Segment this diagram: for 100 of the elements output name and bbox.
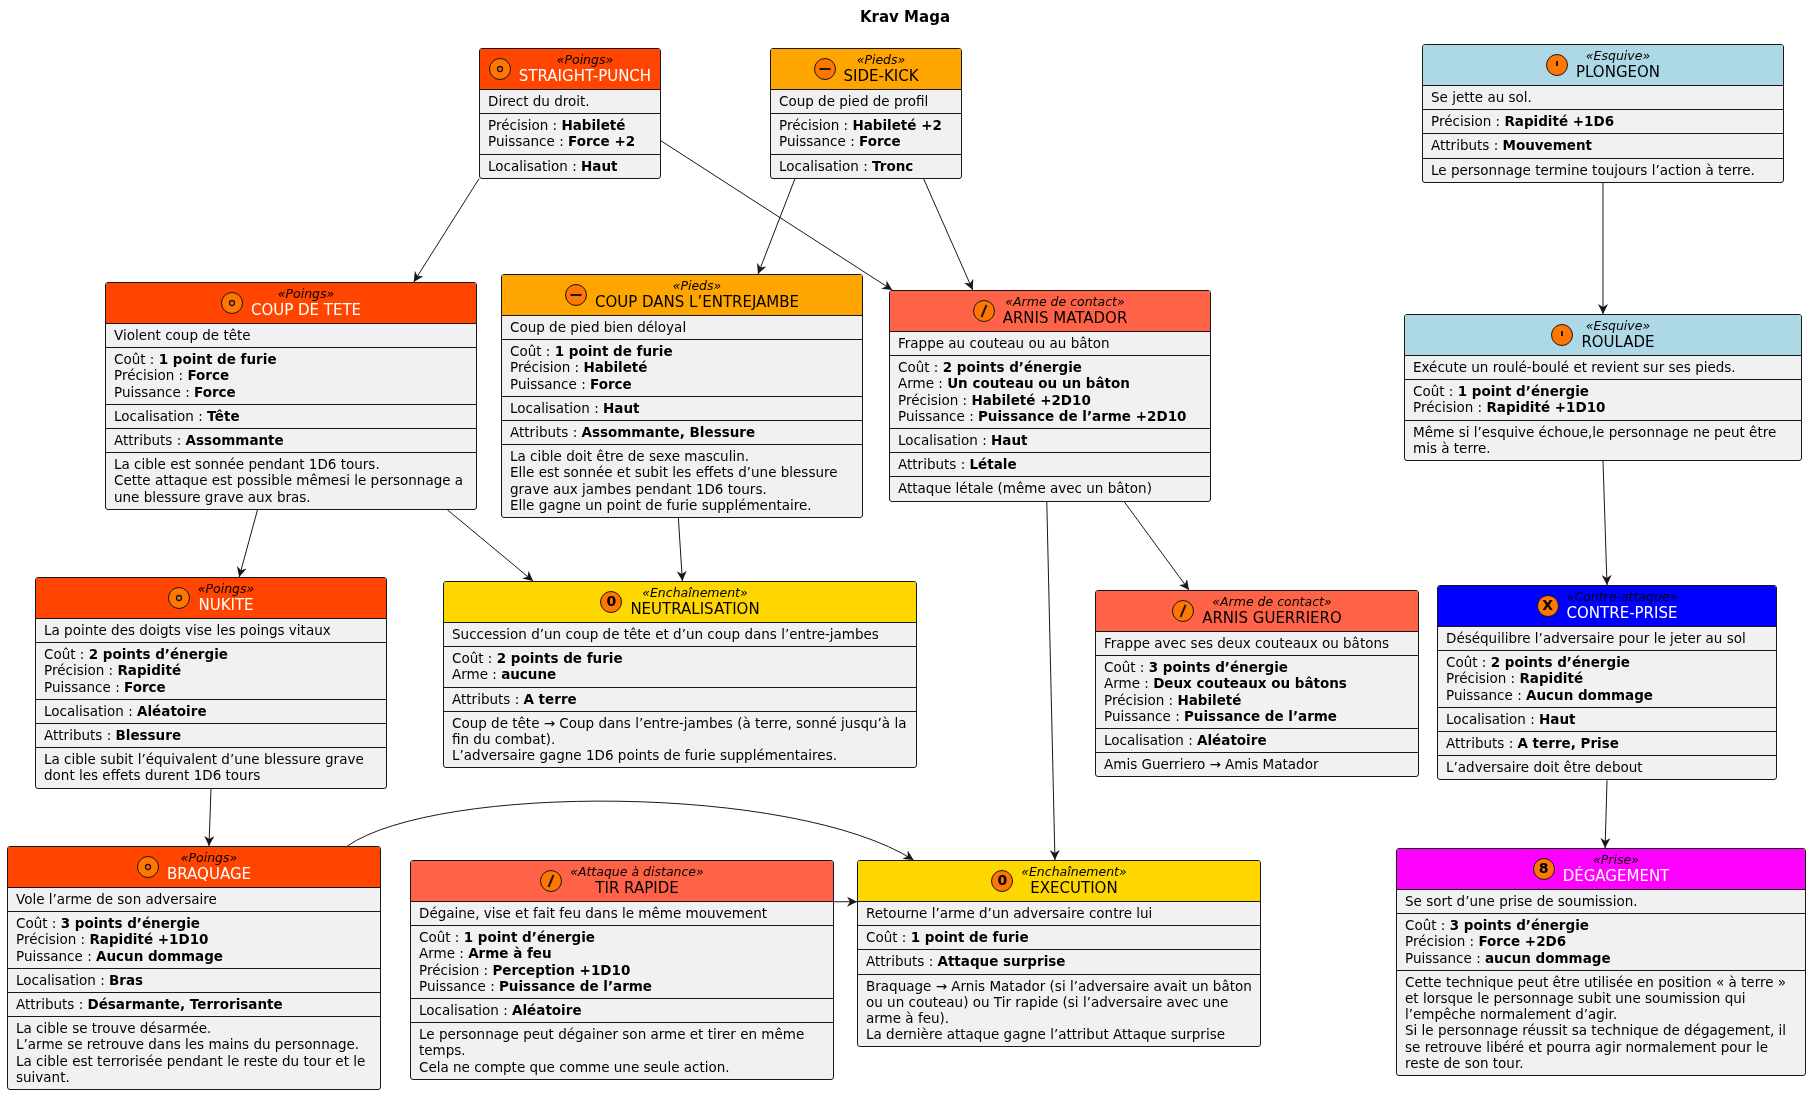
attribute-text: Localisation : Bras	[16, 971, 145, 988]
attribute-text: Coût : 2 points d’énergie	[898, 359, 1083, 376]
attribute-text: Localisation : Aléatoire	[44, 702, 208, 719]
class-name: EXECUTION	[1030, 879, 1118, 897]
attribute-text: Précision : Force +2D6	[1405, 933, 1568, 950]
stereotype-label: «Poings»	[197, 581, 255, 596]
attribute-text: Précision : Rapidité +1D10	[16, 931, 210, 948]
category-marker: 8	[1532, 857, 1555, 880]
attribute-text: Attaque létale (même avec un bâton)	[898, 480, 1153, 497]
attribute-text: Localisation : Haut	[488, 157, 619, 174]
attribute-text: Précision : Rapidité	[1446, 670, 1584, 687]
attribute-text: Localisation : Tronc	[779, 157, 915, 174]
attribute-text: Se jette au sol.	[1431, 89, 1533, 106]
attribute-text: Puissance : Force	[44, 678, 167, 695]
stereotype-label: «Poings»	[277, 286, 335, 301]
stereotype-label: «Arme de contact»	[1212, 594, 1332, 609]
attribute-text: Puissance : Puissance de l’arme	[419, 977, 654, 994]
attribute-text: Attributs : Blessure	[44, 726, 183, 744]
class-name: NEUTRALISATION	[630, 600, 760, 618]
arrow	[346, 800, 915, 861]
stereotype-label: «Arme de contact»	[1005, 294, 1125, 309]
arrow	[204, 788, 215, 847]
class-box	[501, 274, 863, 518]
class-box	[1396, 848, 1806, 1076]
attribute-text: Attributs : Assommante	[114, 431, 285, 449]
attribute-text: Le personnage termine toujours l’action à terre.	[1431, 161, 1756, 178]
attribute-text: Elle est sonnée et subit les effets d’une blessure grave aux jambes pendant 1D6 tours.	[510, 464, 839, 497]
class-box	[1404, 314, 1802, 461]
class-name: ARNIS MATADOR	[1002, 309, 1128, 327]
attribute-text: Attributs : A terre	[452, 690, 578, 707]
attribute-text: Coût : 3 points d’énergie	[1405, 917, 1590, 934]
arrow	[1601, 460, 1612, 586]
attribute-text: Localisation : Haut	[1446, 710, 1577, 727]
attribute-text: Retourne l’arme d’un adversaire contre lui	[866, 905, 1154, 922]
stereotype-label: «Esquive»	[1585, 318, 1651, 333]
attribute-text: Coût : 2 points de furie	[452, 650, 624, 667]
attribute-text: Coût : 1 point de furie	[510, 343, 674, 360]
attribute-text: Précision : Habileté	[510, 359, 649, 376]
class-name: ROULADE	[1581, 333, 1655, 351]
arrow	[236, 509, 258, 578]
attribute-text: Coût : 1 point de furie	[114, 351, 278, 368]
class-box	[35, 577, 387, 789]
attribute-text: Si le personnage réussit sa technique de dégagement, il se retrouve libéré et pourra agir normalement pour le reste de son tour.	[1405, 1022, 1788, 1071]
attribute-text: L’arme se retrouve dans les mains du personnage.	[16, 1036, 361, 1053]
attribute-text: Se sort d’une prise de soumission.	[1405, 893, 1639, 910]
stereotype-label: «Enchaînement»	[1021, 864, 1127, 879]
category-marker: 0	[991, 869, 1014, 892]
arrow	[413, 178, 480, 283]
stereotype-label: «Pieds»	[672, 278, 722, 293]
attribute-text: Précision : Habileté	[488, 117, 627, 134]
stereotype-label: «Poings»	[556, 52, 614, 67]
attribute-text: Coût : 1 point d’énergie	[1413, 383, 1590, 400]
arrow	[1600, 779, 1611, 849]
arrow	[756, 178, 796, 275]
diagram-title: Krav Maga	[858, 8, 952, 26]
class-name: SIDE-KICK	[843, 67, 919, 85]
attribute-text: Déséquilibre l’adversaire pour le jeter au sol	[1446, 630, 1747, 647]
attribute-text: Puissance : Aucun dommage	[1446, 686, 1654, 703]
attribute-text: Puissance : Aucun dommage	[16, 947, 224, 964]
attribute-text: Coût : 2 points d’énergie	[1446, 654, 1631, 671]
stereotype-label: «Contre-attaque»	[1566, 589, 1678, 604]
class-box	[443, 581, 917, 769]
class-box	[105, 282, 477, 510]
attribute-text: Attributs : Désarmante, Terrorisante	[16, 995, 284, 1013]
attribute-text: Puissance : Puissance de l’arme +2D10	[898, 407, 1188, 424]
class-box	[889, 290, 1211, 502]
stereotype-label: «Attaque à distance»	[570, 864, 704, 879]
attribute-text: La cible est sonnée pendant 1D6 tours.	[114, 456, 381, 473]
attribute-text: Précision : Habileté	[1104, 691, 1243, 708]
attribute-text: Coût : 3 points d’énergie	[16, 915, 201, 932]
class-name: COUP DANS L’ENTREJAMBE	[594, 293, 800, 311]
stereotype-label: «Esquive»	[1585, 48, 1651, 63]
attribute-text: Amis Guerriero → Amis Matador	[1104, 756, 1320, 773]
class-name: PLONGEON	[1576, 63, 1660, 81]
attribute-text: Arme : Arme à feu	[419, 945, 553, 962]
attribute-text: Précision : Habileté +2	[779, 117, 943, 134]
attribute-text: La pointe des doigts vise les poings vitaux	[44, 622, 332, 639]
attribute-text: Attributs : Létale	[898, 456, 1018, 473]
arrow	[676, 517, 687, 582]
attribute-text: Cette attaque est possible mêmesi le personnage a une blessure grave aux bras.	[114, 472, 465, 505]
attribute-text: Braquage → Arnis Matador (si l’adversaire avait un bâton ou un couteau) ou Tir rapide (si l’adversaire avec une arme à feu).	[866, 977, 1252, 1027]
attribute-text: Localisation : Haut	[898, 431, 1029, 449]
attribute-text: Violent coup de tête	[114, 327, 252, 344]
attribute-text: Attributs : Assommante, Blessure	[510, 423, 757, 441]
stereotype-label: «Pieds»	[856, 52, 906, 67]
stereotype-label: «Poings»	[180, 850, 238, 865]
class-name: ARNIS GUERRIERO	[1202, 609, 1342, 627]
arrow	[923, 178, 974, 291]
attribute-text: L’adversaire doit être debout	[1446, 759, 1644, 776]
attribute-text: La cible se trouve désarmée.	[16, 1020, 213, 1037]
attribute-text: Cette technique peut être utilisée en position « à terre » et lorsque le personnage subit une soumission qui l’empêche normalement d’agir.	[1405, 973, 1788, 1023]
stereotype-label: «Prise»	[1593, 852, 1639, 867]
class-box	[410, 860, 834, 1080]
attribute-text: Localisation : Aléatoire	[419, 1001, 583, 1019]
arrow	[446, 509, 534, 582]
attribute-text: Précision : Habileté +2D10	[898, 391, 1092, 408]
category-marker: 0	[600, 590, 623, 613]
class-box	[857, 860, 1261, 1048]
attribute-text: Précision : Rapidité +1D10	[1413, 399, 1607, 416]
attribute-text: Dégaine, vise et fait feu dans le même mouvement	[419, 905, 769, 922]
